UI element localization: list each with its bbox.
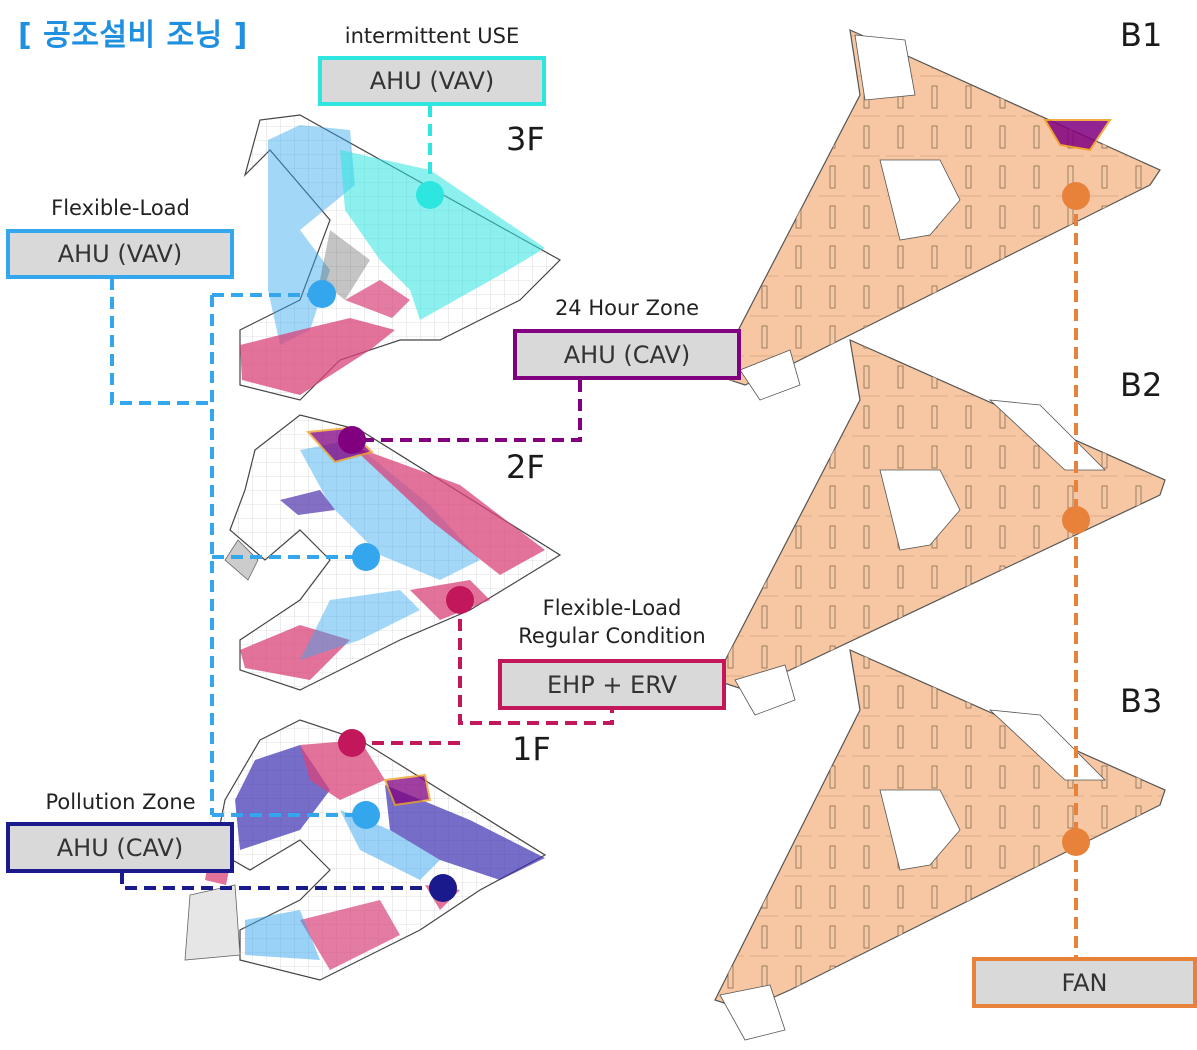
floor-1f-plan [185,720,545,980]
line-24h [352,380,580,440]
caption-intermittent: intermittent USE [318,24,546,48]
box-flexible-ahu: AHU (VAV) [6,229,234,279]
floor-label-b2: B2 [1120,366,1162,404]
floor-label-1f: 1F [512,730,551,768]
node-1f-blue [352,801,380,829]
box-pollution-ahu: AHU (CAV) [6,822,234,873]
caption-24h: 24 Hour Zone [513,296,741,320]
floor-label-b1: B1 [1120,16,1162,54]
floor-b1-plan [715,30,1160,400]
caption-regular-line1: Flexible-Load [498,596,726,620]
diagram-title: [ 공조설비 조닝 ] [18,10,248,54]
caption-flexible: Flexible-Load [8,196,233,220]
node-2f-purple [338,426,366,454]
floor-label-3f: 3F [506,120,545,158]
caption-pollution: Pollution Zone [8,790,233,814]
node-b2-orange [1062,506,1090,534]
box-24h-ahu: AHU (CAV) [513,329,741,380]
box-regular-ehp: EHP + ERV [498,659,726,710]
node-2f-blue [352,543,380,571]
node-2f-crimson [446,586,474,614]
node-1f-navy [429,874,457,902]
caption-regular-line2: Regular Condition [498,624,726,648]
box-intermittent-ahu: AHU (VAV) [318,56,546,106]
node-b1-orange [1062,182,1090,210]
node-1f-crimson [338,729,366,757]
floor-label-2f: 2F [506,448,545,486]
floor-b2-plan [715,340,1165,715]
node-b3-orange [1062,828,1090,856]
node-3f-cyan [416,181,444,209]
floor-label-b3: B3 [1120,682,1162,720]
box-fan: FAN [972,957,1197,1008]
node-3f-blue [308,280,336,308]
